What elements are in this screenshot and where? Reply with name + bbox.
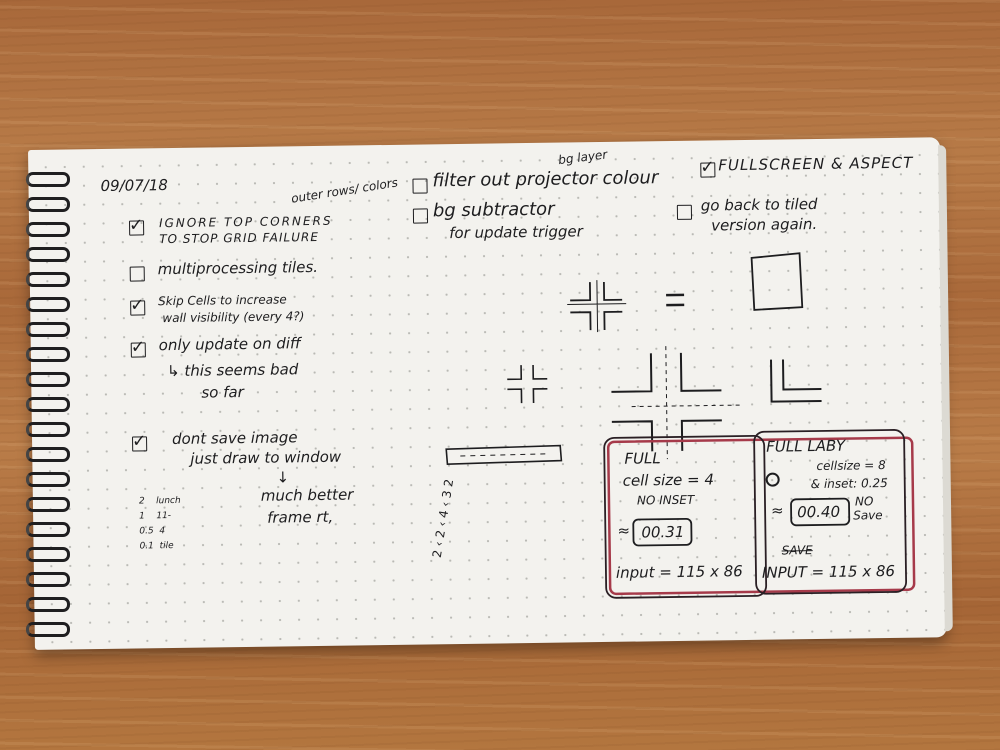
spiral-ring (26, 372, 70, 387)
spiral-ring (26, 347, 70, 362)
box-laby-line1: cellsize = 8 (816, 458, 886, 474)
spiral-ring (26, 547, 70, 562)
spiral-ring (26, 422, 70, 437)
box-laby-value: 00.40 (797, 502, 841, 522)
equals-sign (666, 293, 685, 307)
spiral-ring (26, 322, 70, 337)
spiral-ring (26, 447, 70, 462)
spiral-ring (26, 597, 70, 612)
spiral-ring (26, 472, 70, 487)
box-laby-input: INPUT = 115 x 86 (761, 561, 896, 582)
margin-number: ‹ 2 (431, 529, 448, 548)
wall-bar-sketch (445, 444, 563, 465)
small-cross-sketch (507, 364, 548, 404)
spiral-ring (26, 222, 70, 237)
sketches (445, 252, 916, 599)
spiral-ring (26, 397, 70, 412)
results-boxes (603, 429, 916, 599)
approx-glyph: ≈ (617, 521, 631, 540)
cross-sketch-top (567, 280, 627, 333)
spiral-ring (26, 272, 70, 287)
spiral-ring (26, 247, 70, 262)
spiral-ring (26, 622, 70, 637)
spiral-ring (26, 572, 70, 587)
box-full-value: 00.31 (641, 522, 685, 542)
box-full-line1: cell size = 4 (622, 470, 715, 490)
box-laby-title: FULL LABY (766, 436, 846, 456)
large-cross-sketch (611, 346, 822, 460)
box-laby-line2: & inset: 0.25 (810, 476, 888, 492)
notebook-page: 09/07/18 outer rows/ colors IGNORE TOP C… (28, 137, 953, 650)
margin-number: ‹ 4 (434, 509, 452, 528)
spiral-ring (26, 497, 70, 512)
spiral-binding (26, 172, 70, 642)
box-full-line2: NO INSET (636, 492, 695, 508)
box-full-input: input = 115 x 86 (615, 562, 743, 582)
square-sketch (750, 252, 804, 311)
approx-glyph: ≈ (770, 501, 784, 520)
spiral-ring (26, 522, 70, 537)
spiral-ring (26, 172, 70, 187)
box-laby-saved-label: SAVE (781, 543, 813, 558)
box-laby-note-line2: Save (853, 508, 883, 523)
box-full-title: FULL (624, 449, 661, 468)
spiral-ring (26, 297, 70, 312)
box-laby-note-line1: NO (854, 494, 874, 509)
spiral-ring (26, 197, 70, 212)
